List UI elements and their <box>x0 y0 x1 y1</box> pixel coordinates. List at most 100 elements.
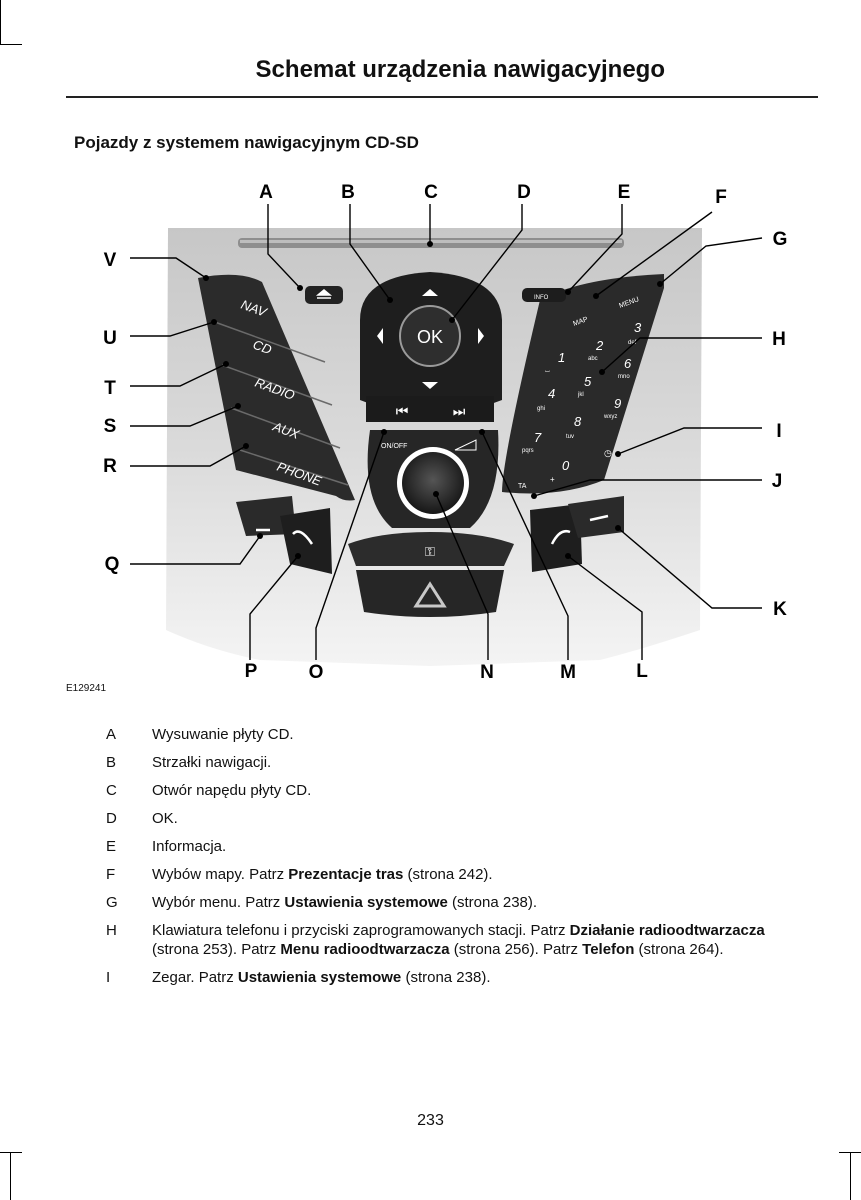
call-icon <box>292 530 314 545</box>
callout-t: T <box>104 378 116 399</box>
callout-j: J <box>772 471 783 492</box>
on-off-label: ON/OFF <box>381 443 407 450</box>
callout-b: B <box>341 182 355 203</box>
leader-j <box>533 479 762 497</box>
leader-u <box>130 321 215 337</box>
cross-reference: Działanie radioodtwarzacza <box>569 922 765 939</box>
callout-u: U <box>103 328 117 349</box>
leader-d <box>451 204 523 321</box>
title-rule <box>66 96 818 98</box>
arrow-right-icon <box>478 328 484 344</box>
legend-list: A Wysuwanie płyty CD. B Strzałki nawigac… <box>100 725 820 996</box>
callout-n: N <box>480 662 494 683</box>
legend-text: Informacja. <box>152 838 227 855</box>
page-title: Schemat urządzenia nawigacyjnego <box>255 56 665 83</box>
callout-leaders <box>130 204 763 660</box>
leader-i <box>617 427 762 455</box>
key-2: 2 <box>595 338 604 353</box>
callout-l: L <box>636 661 648 682</box>
info-button <box>522 288 566 302</box>
crop-mark <box>0 0 1 44</box>
crop-mark <box>850 1152 851 1200</box>
key-9: 9 <box>614 396 621 411</box>
navigation-unit-diagram: NAV CD RADIO AUX PHONE OK ⏮ ⏭ ON/OFF ⚿ I… <box>103 182 787 683</box>
legend-item: D OK. <box>100 809 820 828</box>
legend-text: Wybór menu. Patrz Ustawienia systemowe (… <box>152 894 538 911</box>
key-8-sub: tuv <box>566 434 574 440</box>
legend-key: G <box>106 894 118 911</box>
leader-v <box>130 257 207 279</box>
legend-text: Wybów mapy. Patrz Prezentacje tras (stro… <box>152 866 493 883</box>
volume-icon <box>454 439 477 451</box>
eject-icon <box>315 289 333 299</box>
leader-o <box>315 431 385 660</box>
legend-item: G Wybór menu. Patrz Ustawienia systemowe… <box>100 893 820 912</box>
callout-h: H <box>772 329 786 350</box>
crop-mark <box>10 1152 11 1200</box>
hang-up-right-icon <box>589 514 609 522</box>
key-1-sub: ⌴ <box>545 368 550 374</box>
leader-t <box>130 363 227 387</box>
legend-key: D <box>106 810 117 827</box>
page-number: 233 <box>417 1112 444 1129</box>
legend-text: Zegar. Patrz Ustawienia systemowe (stron… <box>152 969 491 986</box>
cross-reference: Menu radioodtwarzacza <box>280 941 450 958</box>
lock-icon: ⚿ <box>425 545 435 560</box>
callout-a: A <box>259 182 273 203</box>
leader-p <box>249 555 299 660</box>
key-0-sub: + <box>550 475 555 484</box>
call-right-icon <box>550 530 571 545</box>
lock-button <box>348 532 514 566</box>
callout-o: O <box>309 662 324 683</box>
arrow-left-icon <box>377 328 383 344</box>
cross-reference: Ustawienia systemowe <box>284 894 448 911</box>
callout-c: C <box>424 182 438 203</box>
key-4: 4 <box>548 386 555 401</box>
clock-icon: ◷ <box>604 449 612 459</box>
left-button-bank <box>198 274 355 501</box>
callout-e: E <box>618 182 631 203</box>
leader-a <box>267 204 301 289</box>
leader-q <box>130 535 261 565</box>
ok-button-label: OK <box>417 327 443 347</box>
ta-button-label: TA <box>518 483 527 490</box>
leader-k <box>617 527 762 609</box>
key-0: 0 <box>562 458 570 473</box>
map-button-label: MAP <box>572 316 589 328</box>
legend-item: F Wybów mapy. Patrz Prezentacje tras (st… <box>100 865 820 884</box>
leader-r <box>130 445 247 467</box>
legend-item: A Wysuwanie płyty CD. <box>100 725 820 744</box>
key-5: 5 <box>584 374 592 389</box>
ok-button <box>399 305 461 367</box>
key-5-sub: jkl <box>577 392 584 398</box>
keypad-bank <box>502 274 664 494</box>
leader-g <box>659 237 763 285</box>
leader-b <box>349 204 391 301</box>
cross-reference: Telefon <box>582 941 635 958</box>
cross-reference: Prezentacje tras <box>288 866 404 883</box>
hazard-button <box>356 570 504 617</box>
crop-mark <box>0 44 22 45</box>
phone-button-left <box>236 496 296 536</box>
leader-n <box>435 493 489 660</box>
callout-p: P <box>245 661 258 682</box>
phone-button-right-2 <box>568 496 624 538</box>
key-4-sub: ghi <box>537 406 545 412</box>
callout-r: R <box>103 456 117 477</box>
seek-back-icon: ⏮ <box>396 404 409 420</box>
leader-m <box>481 431 569 660</box>
callout-f: F <box>715 187 727 208</box>
callout-s: S <box>104 416 117 437</box>
key-7: 7 <box>534 430 542 445</box>
leader-l <box>567 555 643 660</box>
legend-key: H <box>106 922 117 939</box>
key-6-sub: mno <box>618 374 630 380</box>
legend-item: E Informacja. <box>100 837 820 856</box>
key-6: 6 <box>624 356 632 371</box>
key-9-sub: wxyz <box>603 414 617 420</box>
callout-v: V <box>104 250 117 271</box>
arrow-up-icon <box>422 289 438 296</box>
legend-key: A <box>106 726 117 743</box>
cd-button-label: CD <box>251 337 274 358</box>
legend-text: Otwór napędu płyty CD. <box>152 782 312 799</box>
